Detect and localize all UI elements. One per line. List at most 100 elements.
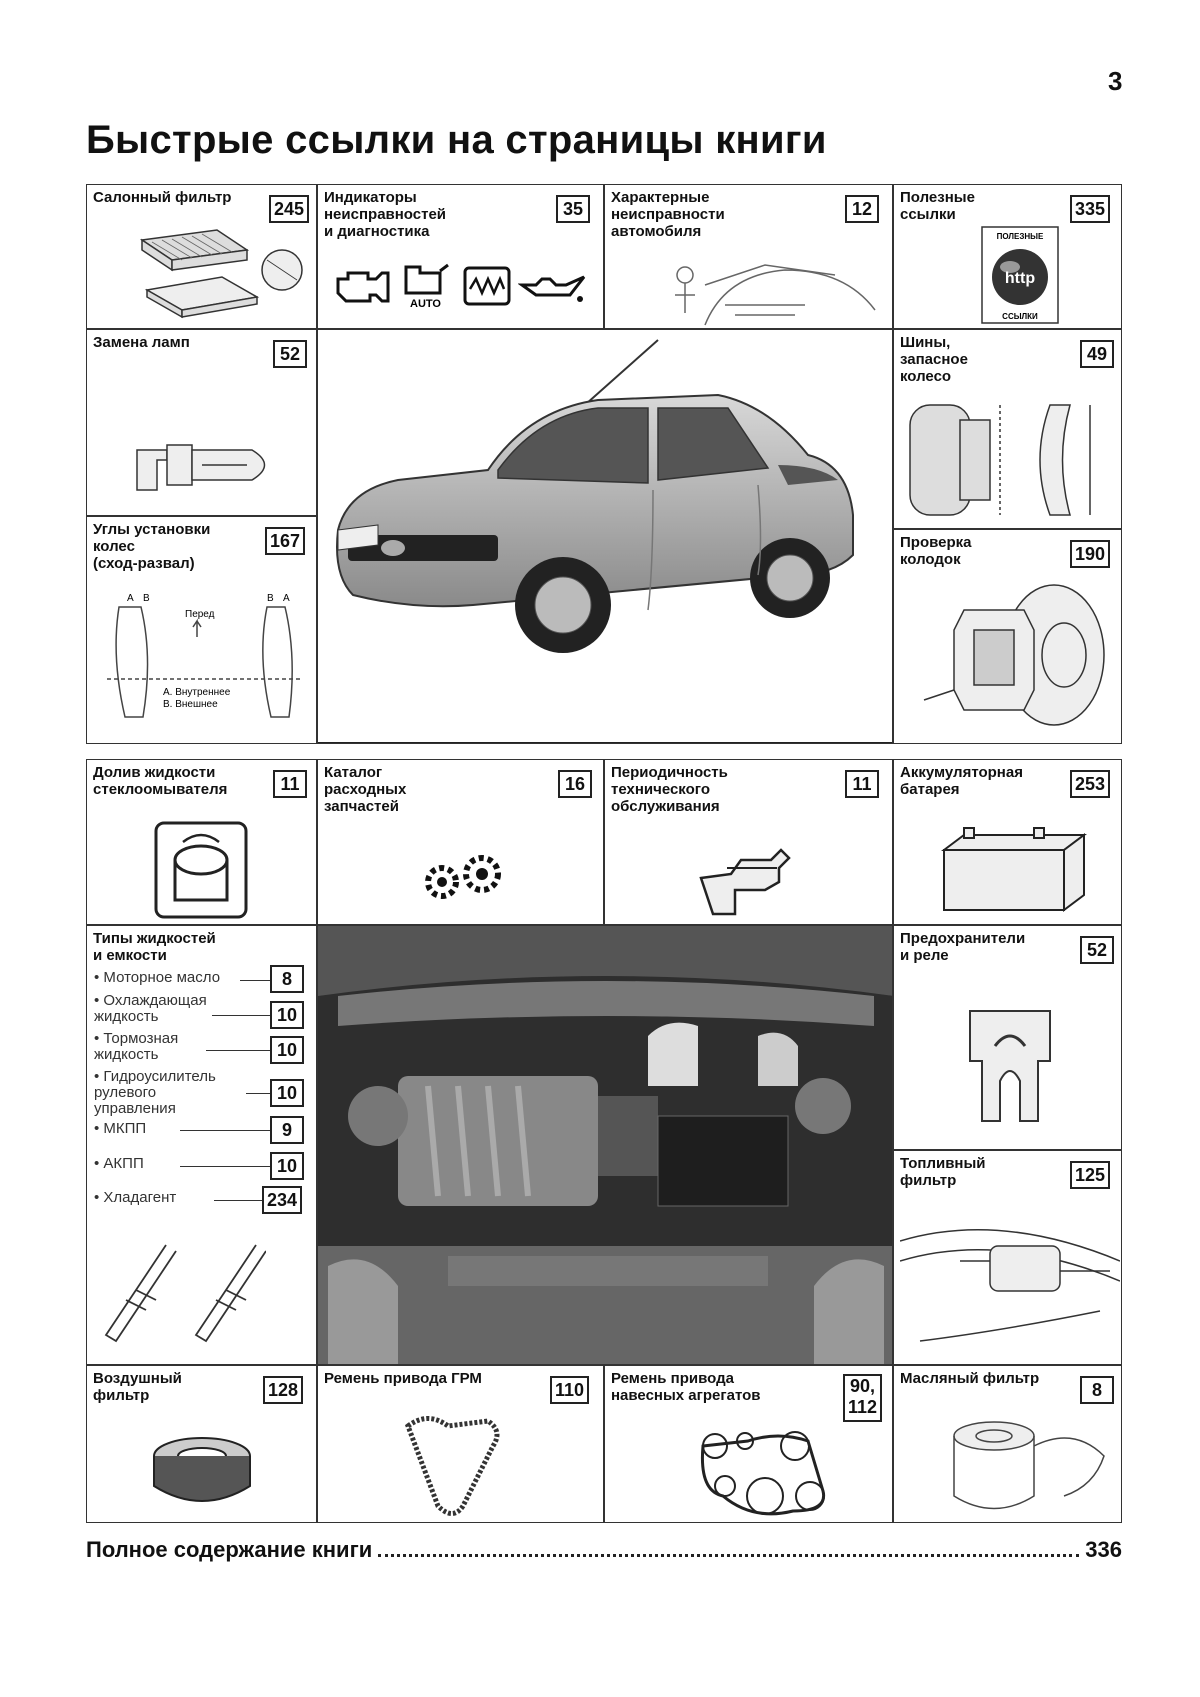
battery-label: Аккумуляторная батарея [900, 764, 1023, 798]
engine-check-icon [336, 271, 390, 303]
cell-characteristics[interactable]: Характерные неисправности автомобиля 12 [604, 184, 893, 329]
toc-dots [378, 1540, 1080, 1557]
toc-line[interactable]: Полное содержание книги 336 [86, 1537, 1122, 1563]
air-filter-label: Воздушный фильтр [93, 1370, 182, 1404]
cell-fuses[interactable]: Предохранители и реле 52 [893, 925, 1122, 1150]
cell-fluids[interactable]: Типы жидкостей и емкости [86, 925, 317, 1365]
accessory-belt-label: Ремень привода навесных агрегатов [611, 1370, 761, 1404]
leader-line [246, 1093, 270, 1094]
cabin-filter-icon [139, 229, 303, 319]
toc-page[interactable]: 336 [1085, 1537, 1122, 1562]
accessory-belt-page[interactable]: 90, 112 [843, 1374, 883, 1422]
maintenance-page[interactable]: 11 [845, 770, 879, 798]
oil-filter-page[interactable]: 8 [1080, 1376, 1114, 1404]
battery-icon [941, 827, 1087, 912]
cell-parts-catalog[interactable]: Каталог расходных запчастей 16 [317, 759, 604, 925]
fluid-coolant-page[interactable]: 10 [270, 1001, 304, 1029]
cell-wheel-alignment[interactable]: Углы установки колес (сход-развал) 167 A… [86, 516, 317, 744]
timing-belt-label: Ремень привода ГРМ [324, 1370, 482, 1387]
oil-temp-icon [463, 266, 511, 306]
indicators-label: Индикаторы неисправностей и диагностика [324, 189, 447, 240]
cabin-filter-page[interactable]: 245 [269, 195, 310, 223]
washer-cap-icon [154, 821, 248, 919]
cell-maintenance[interactable]: Периодичность технического обслуживания … [604, 759, 893, 925]
gears-icon [425, 855, 501, 899]
legend-b: B. Внешнее [163, 699, 218, 710]
tire-diagram-icon [909, 404, 1091, 516]
fuses-label: Предохранители и реле [900, 930, 1026, 964]
brake-pads-page[interactable]: 190 [1070, 540, 1111, 568]
fluids-label: Типы жидкостей и емкости [93, 930, 216, 964]
air-filter-page[interactable]: 128 [263, 1376, 304, 1404]
car-illustration [317, 329, 893, 744]
fluid-item-brake: • Тормозная жидкость [94, 1030, 179, 1063]
timing-belt-page[interactable]: 110 [550, 1376, 590, 1404]
leader-line [212, 1015, 270, 1016]
fluid-auto-gearbox-page[interactable]: 10 [270, 1152, 304, 1180]
toc-label: Полное содержание книги [86, 1537, 373, 1562]
wheel-alignment-label: Углы установки колес (сход-развал) [93, 521, 211, 572]
cell-tires[interactable]: Шины, запасное колесо 49 [893, 329, 1122, 529]
cell-oil-filter[interactable]: Масляный фильтр 8 [893, 1365, 1122, 1523]
cell-cabin-filter[interactable]: Салонный фильтр 245 [86, 184, 317, 329]
fluid-manual-gearbox-page[interactable]: 9 [270, 1116, 304, 1144]
leader-line [206, 1050, 270, 1051]
brake-pads-label: Проверка колодок [900, 534, 972, 568]
fluid-item-coolant: • Охлаждающая жидкость [94, 992, 207, 1025]
cell-indicators[interactable]: Индикаторы неисправностей и диагностика … [317, 184, 604, 329]
useful-links-page[interactable]: 335 [1070, 195, 1111, 223]
fuses-page[interactable]: 52 [1080, 936, 1114, 964]
characteristics-page[interactable]: 12 [845, 195, 879, 223]
oil-filter-icon [953, 1421, 1105, 1510]
wrench-hand-icon [699, 848, 791, 916]
fluid-brake-page[interactable]: 10 [270, 1036, 304, 1064]
wheel-alignment-page[interactable]: 167 [265, 527, 306, 555]
brake-caliper-icon [923, 584, 1105, 726]
timing-belt-icon [405, 1416, 500, 1516]
parts-catalog-page[interactable]: 16 [558, 770, 592, 798]
fluid-item-engine-oil: • Моторное масло [94, 969, 221, 986]
fluid-item-power-steering: • Гидроусилитель рулевого управления [94, 1068, 216, 1117]
cell-brake-pads[interactable]: Проверка колодок 190 [893, 529, 1122, 744]
leader-line [180, 1130, 270, 1131]
lamps-page[interactable]: 52 [273, 340, 307, 368]
cell-washer-fluid[interactable]: Долив жидкости стеклоомывателя 11 [86, 759, 317, 925]
auto-transmission-icon: AUTO [404, 263, 449, 310]
cabin-filter-label: Салонный фильтр [93, 189, 232, 206]
oil-can-icon [518, 275, 586, 302]
cell-accessory-belt[interactable]: Ремень привода навесных агрегатов 90, 11… [604, 1365, 893, 1523]
mark-b-left: B [143, 593, 150, 604]
washer-fluid-page[interactable]: 11 [273, 770, 307, 798]
oil-filter-label: Масляный фильтр [900, 1370, 1040, 1387]
mark-a-right: A [283, 593, 290, 604]
cell-timing-belt[interactable]: Ремень привода ГРМ 110 [317, 1365, 604, 1523]
badge-mid-text: http [1005, 270, 1035, 287]
fluid-power-steering-page[interactable]: 10 [270, 1079, 304, 1107]
cell-lamps[interactable]: Замена ламп 52 [86, 329, 317, 516]
fuel-filter-page[interactable]: 125 [1070, 1161, 1111, 1189]
cell-useful-links[interactable]: Полезные ссылки 335 ПОЛЕЗНЫЕ http ССЫЛКИ [893, 184, 1122, 329]
tires-page[interactable]: 49 [1080, 340, 1114, 368]
cell-fuel-filter[interactable]: Топливный фильтр 125 [893, 1150, 1122, 1365]
tires-label: Шины, запасное колесо [900, 334, 968, 385]
battery-page[interactable]: 253 [1070, 770, 1111, 798]
leader-line [180, 1166, 270, 1167]
fluid-item-refrigerant: • Хладагент [94, 1189, 177, 1206]
fuel-filter-icon [900, 1229, 1120, 1342]
page-title: Быстрые ссылки на страницы книги [86, 118, 827, 162]
fuse-icon [969, 1010, 1051, 1122]
page-number: 3 [1108, 66, 1123, 96]
fluid-item-manual-gearbox: • МКПП [94, 1120, 147, 1137]
fluid-refrigerant-page[interactable]: 234 [262, 1186, 303, 1214]
useful-links-label: Полезные ссылки [900, 189, 975, 223]
lamps-label: Замена ламп [93, 334, 190, 351]
dipstick-icon [104, 1244, 266, 1343]
parts-catalog-label: Каталог расходных запчастей [324, 764, 407, 815]
indicators-page[interactable]: 35 [556, 195, 590, 223]
cell-air-filter[interactable]: Воздушный фильтр 128 [86, 1365, 317, 1523]
http-globe-icon: ПОЛЕЗНЫЕ http ССЫЛКИ [981, 226, 1059, 324]
mark-a-left: A [127, 593, 134, 604]
cell-battery[interactable]: Аккумуляторная батарея 253 [893, 759, 1122, 925]
fluid-engine-oil-page[interactable]: 8 [270, 965, 304, 993]
leader-line [214, 1200, 262, 1201]
